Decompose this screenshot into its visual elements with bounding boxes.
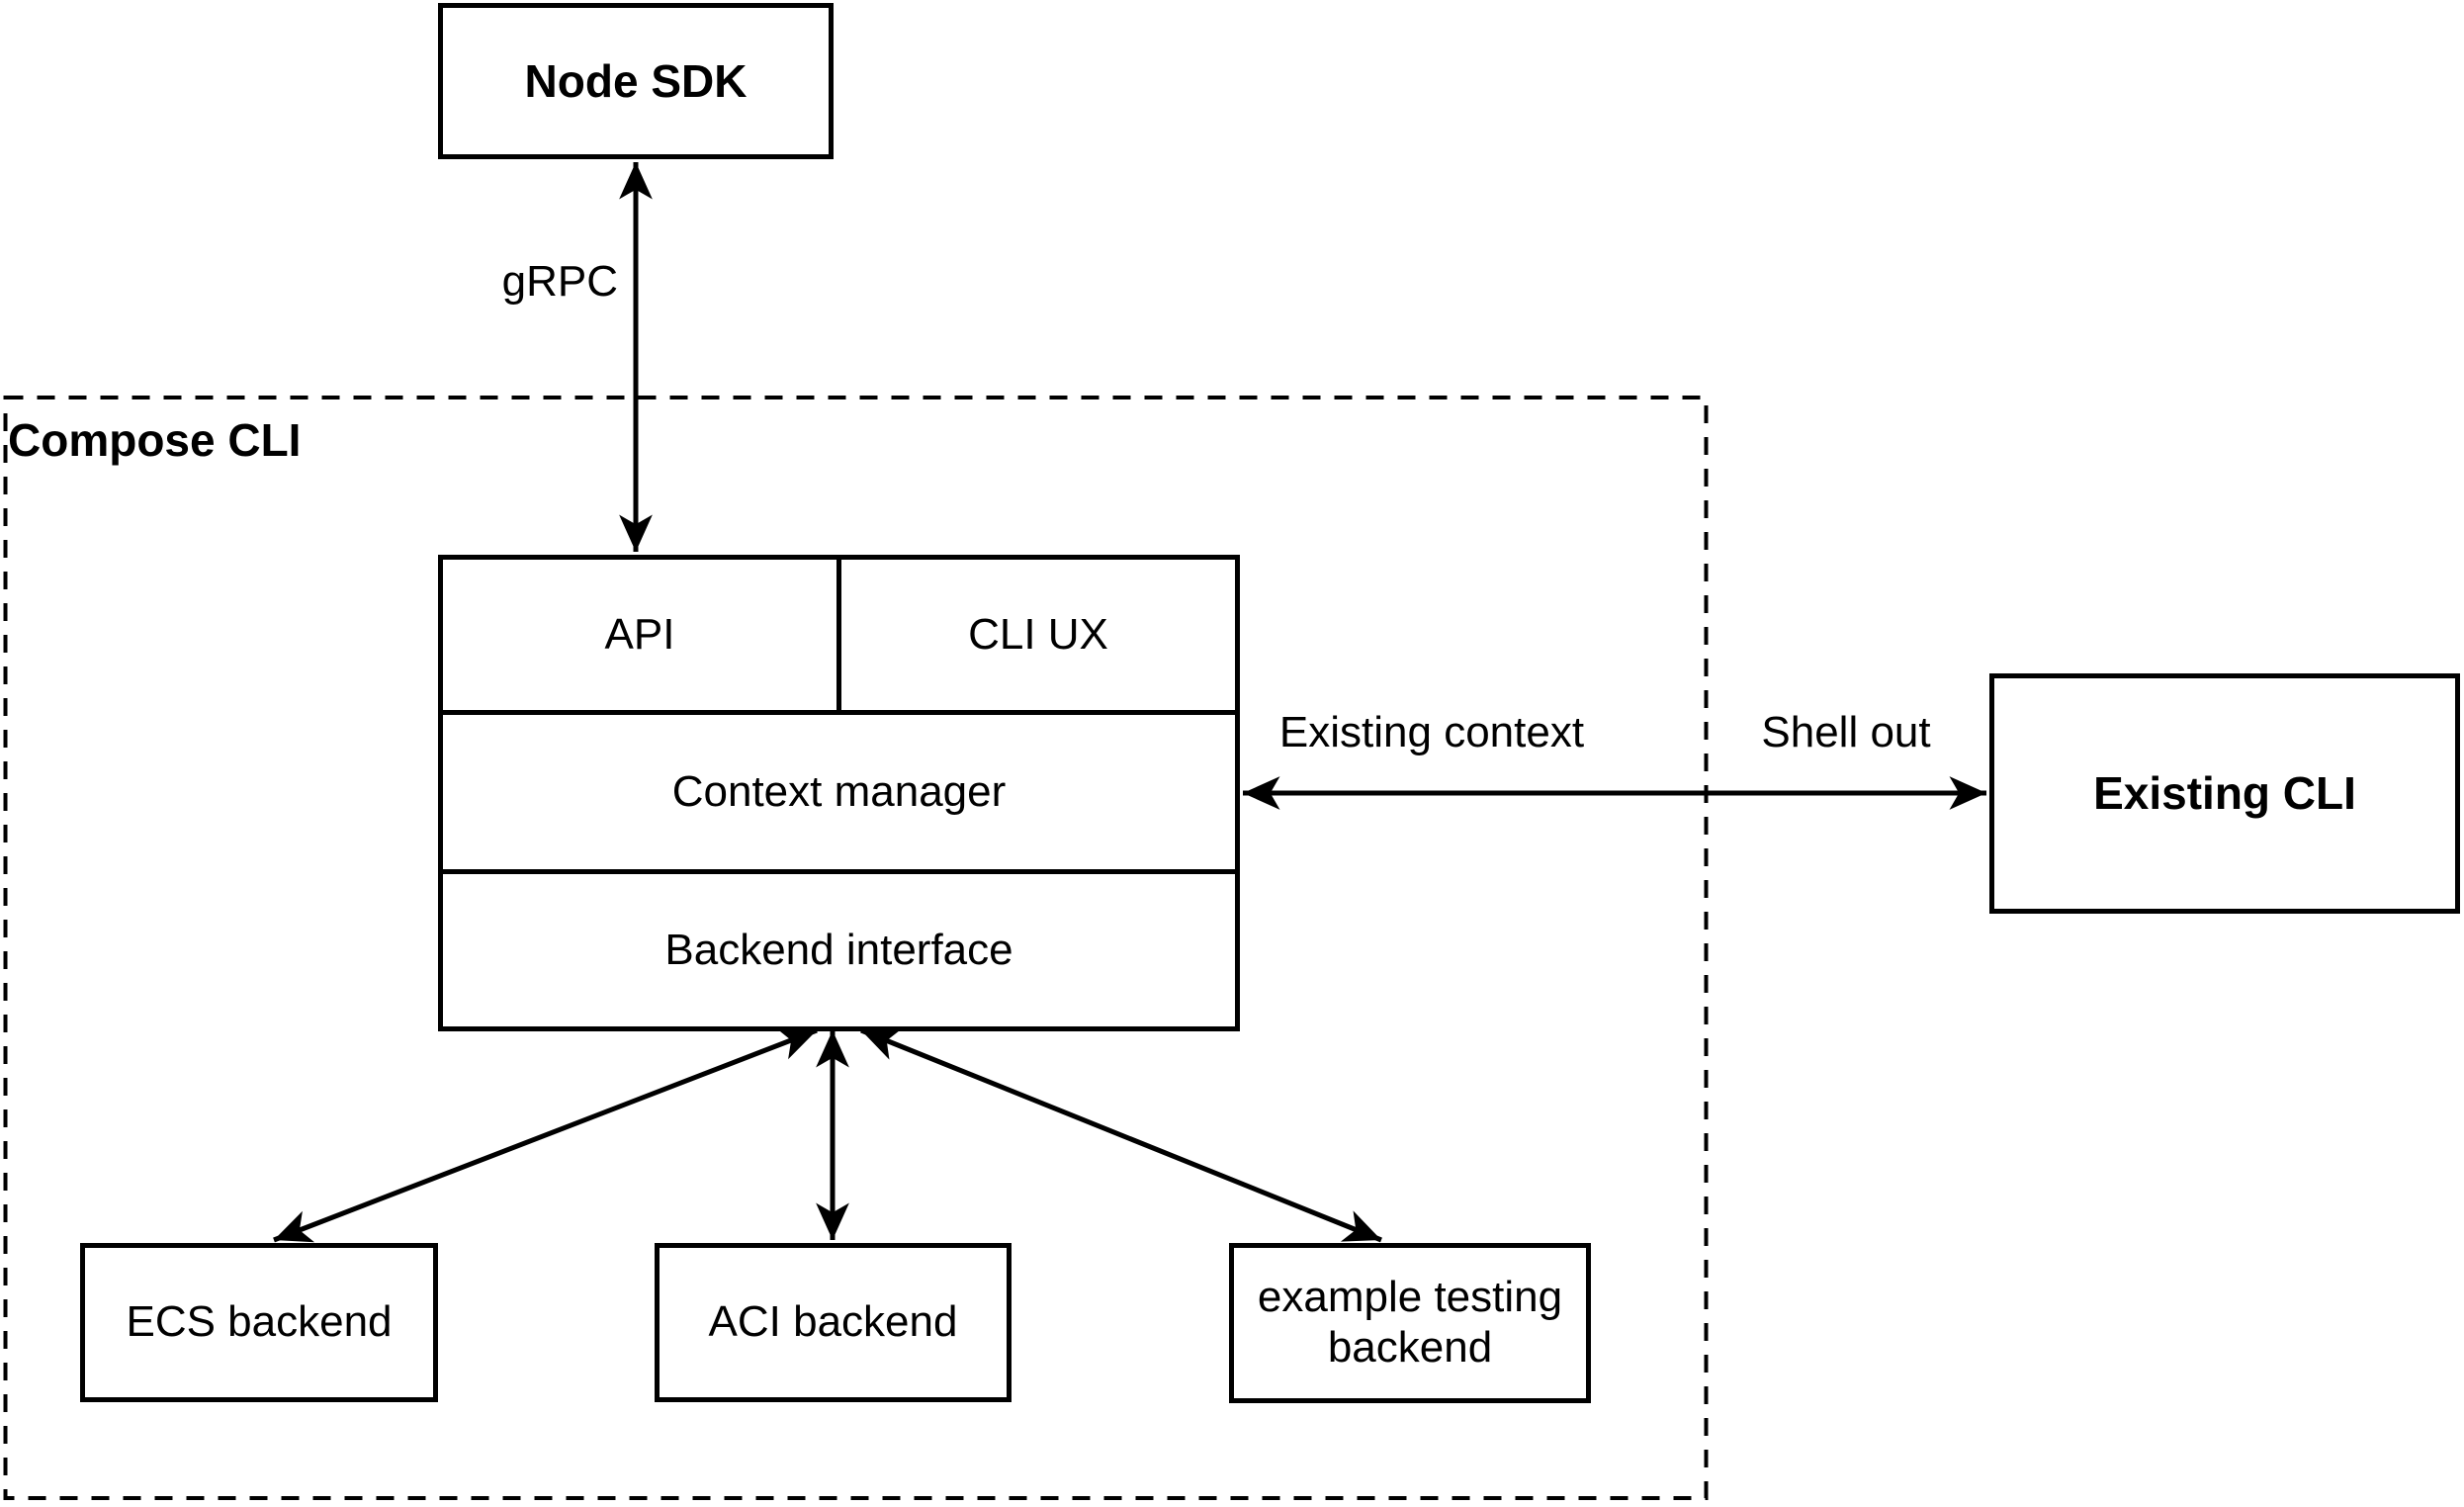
backend-interface-row: Backend interface [443,874,1235,1026]
compose-cli-container-border [3,396,1709,1500]
node-sdk-box: Node SDK [438,3,834,159]
context-manager-row: Context manager [443,715,1235,874]
backend-interface-label: Backend interface [664,926,1013,974]
backend-interface-cell: Backend interface [443,874,1235,1026]
compose-cli-container-label: Compose CLI [8,414,302,466]
aci-backend-label: ACI backend [708,1297,958,1347]
aci-backend-box: ACI backend [655,1243,1012,1402]
example-backend-connector [860,1027,1382,1243]
shell-out-edge-label: Shell out [1761,708,1931,756]
cli-ux-cell: CLI UX [841,560,1235,710]
ecs-backend-box: ECS backend [80,1243,438,1402]
context-manager-label: Context manager [671,767,1007,816]
context-manager-cell: Context manager [443,715,1235,869]
compose-cli-core-box: API CLI UX Context manager Backend inter… [438,555,1240,1031]
example-testing-backend-box: example testing backend [1229,1243,1591,1403]
existing-cli-box: Existing CLI [1989,673,2460,914]
api-cliux-row: API CLI UX [443,560,1235,715]
existing-context-edge-label: Existing context [1278,708,1585,756]
grpc-edge-label: gRPC [501,257,618,306]
api-cell: API [443,560,841,710]
ecs-backend-connector [273,1027,818,1243]
api-label: API [604,610,675,659]
node-sdk-label: Node SDK [524,54,748,107]
ecs-backend-label: ECS backend [126,1297,393,1347]
example-testing-backend-label: example testing backend [1257,1273,1563,1372]
cli-ux-label: CLI UX [968,610,1108,659]
existing-cli-label: Existing CLI [2093,767,2356,820]
